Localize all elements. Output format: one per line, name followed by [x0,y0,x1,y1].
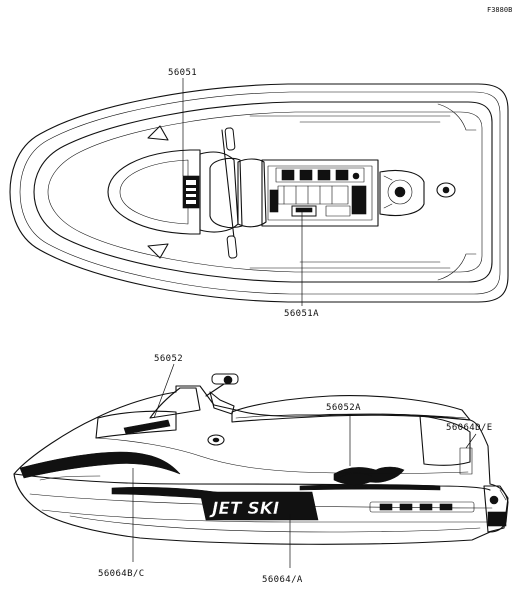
callout-56064b-c: 56064B/C [98,569,145,579]
callout-56064-a: 56064/A [262,575,303,585]
engine-detail [269,167,367,217]
callout-56051a: 56051A [284,309,319,319]
jet-pump [483,485,509,533]
jetski-decal-text: JET SKI [209,499,279,519]
top-view-hull [9,78,509,306]
jetski-decal: JET SKI [199,491,319,521]
side-view-hull: JET SKI [13,363,509,568]
callout-56052a: 56052A [326,403,361,413]
figure-code: F3880B [487,6,512,14]
callout-56064d-e: 56064D/E [446,423,493,433]
callout-56051: 56051 [168,68,197,78]
callout-56052: 56052 [154,354,183,364]
side-rail [369,501,475,513]
